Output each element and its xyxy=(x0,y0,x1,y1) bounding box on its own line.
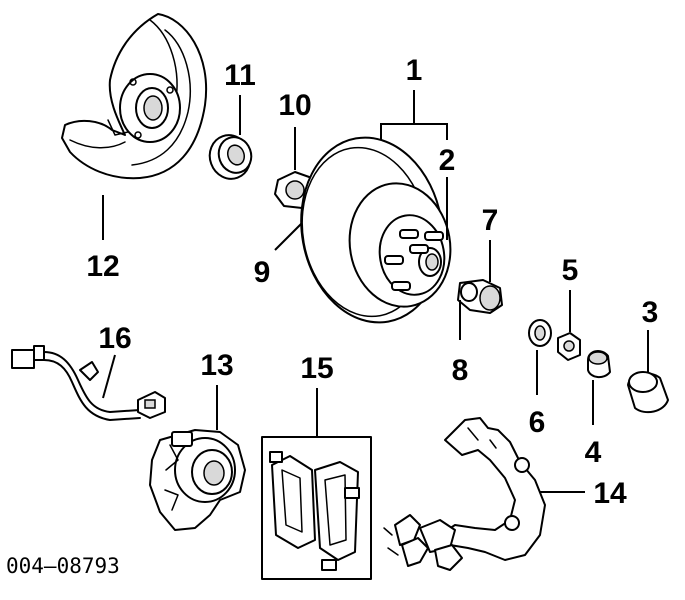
callout-9: 9 xyxy=(254,256,271,289)
bracket-hardware-part xyxy=(383,514,463,571)
leader-1 xyxy=(380,90,448,140)
callout-15: 15 xyxy=(300,352,333,385)
rotor-hub-part xyxy=(300,136,452,324)
callout-13: 13 xyxy=(200,349,233,382)
lug-nut-part xyxy=(457,279,503,314)
bearing-seal-part xyxy=(208,134,253,180)
callout-1: 1 xyxy=(406,54,423,87)
callout-3: 3 xyxy=(642,296,659,329)
nut-part xyxy=(557,332,581,361)
callout-8: 8 xyxy=(452,354,469,387)
callout-2: 2 xyxy=(439,144,456,177)
callout-10: 10 xyxy=(278,89,311,122)
callout-12: 12 xyxy=(86,250,119,283)
callout-7: 7 xyxy=(482,204,499,237)
washer-part xyxy=(528,319,552,347)
boot-part xyxy=(627,371,669,414)
callout-16: 16 xyxy=(98,322,131,355)
bushing-part xyxy=(587,350,611,378)
callout-11: 11 xyxy=(224,59,256,92)
callout-14: 14 xyxy=(593,477,627,510)
leader-16 xyxy=(102,354,116,399)
callout-5: 5 xyxy=(562,254,579,287)
splash-shield-part xyxy=(61,13,208,180)
callout-4: 4 xyxy=(585,436,602,469)
caliper-part xyxy=(149,429,246,531)
caliper-bracket-part xyxy=(439,417,546,561)
reference-code: 004–08793 xyxy=(6,554,120,578)
brake-pads-part xyxy=(269,451,360,571)
callout-6: 6 xyxy=(529,406,546,439)
wear-sensor-part xyxy=(11,345,166,421)
